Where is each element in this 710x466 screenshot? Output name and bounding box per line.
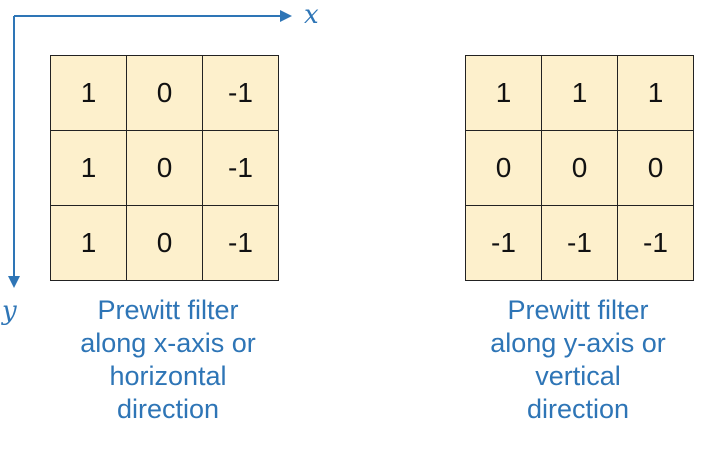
kernel-row: 1 0 -1 [50, 55, 279, 131]
kernel-cell: 1 [50, 205, 127, 281]
kernel-cell: -1 [202, 205, 279, 281]
kernel-cell: 0 [541, 130, 618, 206]
kernel-cell: 0 [465, 130, 542, 206]
kernel-cell: 0 [126, 55, 203, 131]
x-axis-label: x [304, 0, 319, 30]
kernel-cell: -1 [202, 55, 279, 131]
caption-line: direction [526, 394, 630, 424]
kernel-cell: 1 [541, 55, 618, 131]
caption-line: direction [116, 394, 220, 424]
kernel-cell: 0 [126, 130, 203, 206]
x-axis-arrowhead [280, 10, 292, 22]
kernel-row: 0 0 0 [465, 130, 694, 206]
y-axis-label: y [2, 296, 17, 326]
prewitt-y-kernel: 1 1 1 0 0 0 -1 -1 -1 [465, 55, 694, 281]
kernel-cell: 1 [617, 55, 694, 131]
kernel-cell: 0 [617, 130, 694, 206]
kernel-cell: 1 [50, 55, 127, 131]
kernel-cell: 1 [50, 130, 127, 206]
kernel-row: 1 1 1 [465, 55, 694, 131]
kernel-row: 1 0 -1 [50, 205, 279, 281]
kernel-row: -1 -1 -1 [465, 205, 694, 281]
caption-line: horizontal [109, 361, 227, 391]
kernel-cell: -1 [202, 130, 279, 206]
y-axis-arrowhead [8, 276, 20, 288]
caption-line: along x-axis or [80, 328, 256, 358]
kernel-cell: -1 [541, 205, 618, 281]
kernel-cell: 1 [465, 55, 542, 131]
kernel-row: 1 0 -1 [50, 130, 279, 206]
prewitt-y-caption: Prewitt filter along y-axis or vertical … [448, 294, 708, 426]
kernel-cell: -1 [465, 205, 542, 281]
caption-line: vertical [535, 361, 621, 391]
caption-line: Prewitt filter [97, 295, 239, 325]
kernel-cell: -1 [617, 205, 694, 281]
prewitt-x-kernel: 1 0 -1 1 0 -1 1 0 -1 [50, 55, 279, 281]
caption-line: Prewitt filter [507, 295, 649, 325]
kernel-cell: 0 [126, 205, 203, 281]
prewitt-x-caption: Prewitt filter along x-axis or horizonta… [38, 294, 298, 426]
caption-line: along y-axis or [490, 328, 666, 358]
